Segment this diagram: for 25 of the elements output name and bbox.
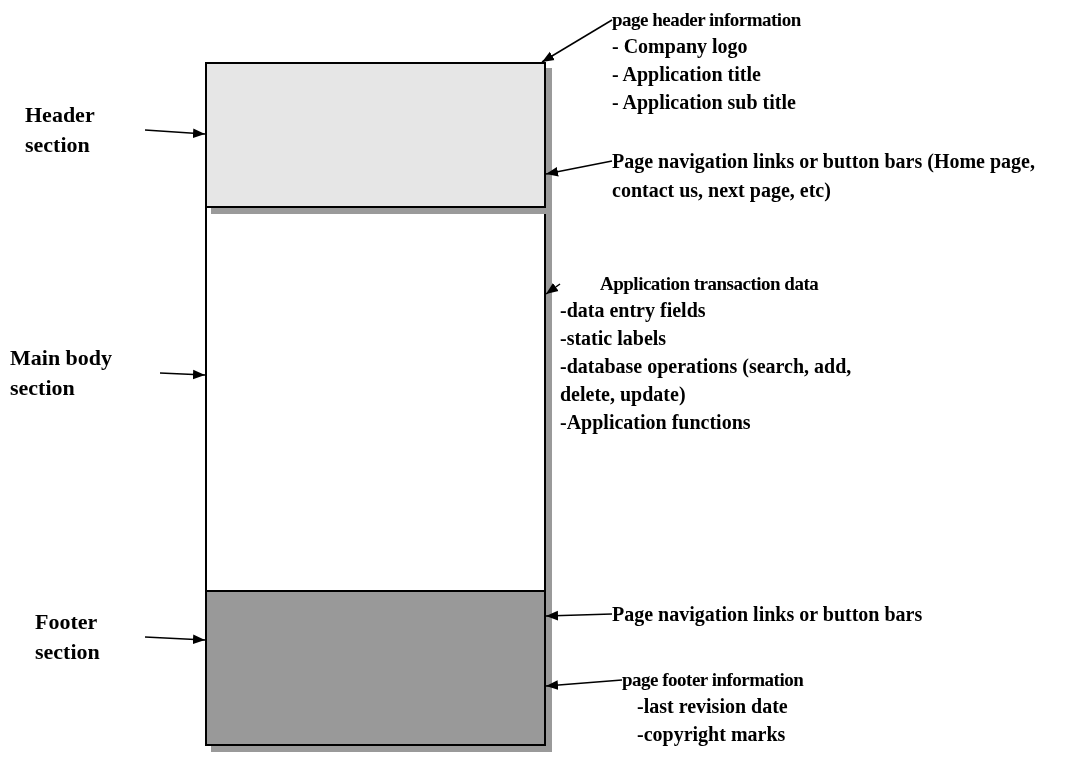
annotation-text: Page navigation links or button bars (Home page, contact us, next page, etc): [612, 147, 1067, 205]
annotation-heading: page header information: [612, 8, 801, 32]
leader-line: [541, 19, 613, 63]
annotation-heading: page footer information: [622, 668, 804, 692]
list-item: -Application functions: [560, 410, 751, 436]
list-item: -data entry fields: [560, 298, 706, 324]
annotation-heading: Application transaction data: [600, 272, 819, 296]
arrow: [144, 128, 206, 138]
section-label: Header section: [25, 100, 145, 160]
section-label: Footer section: [35, 607, 145, 667]
list-item: - Company logo: [612, 34, 748, 60]
list-item: - Application sub title: [612, 90, 796, 116]
leader-line: [545, 679, 623, 690]
list-item: -last revision date: [637, 694, 788, 719]
leader-line: [545, 610, 613, 621]
arrow: [144, 634, 206, 645]
list-item: -database operations (search, add, delete, update): [560, 354, 853, 408]
annotation-text: Page navigation links or button bars: [612, 600, 923, 628]
list-item: - Application title: [612, 62, 761, 88]
arrow: [159, 369, 206, 380]
list-item: -static labels: [560, 326, 667, 351]
list-item: -copyright marks: [637, 722, 786, 748]
section-label: Main body section: [10, 343, 160, 403]
leader-line: [545, 160, 613, 177]
leader-line: [545, 283, 561, 295]
